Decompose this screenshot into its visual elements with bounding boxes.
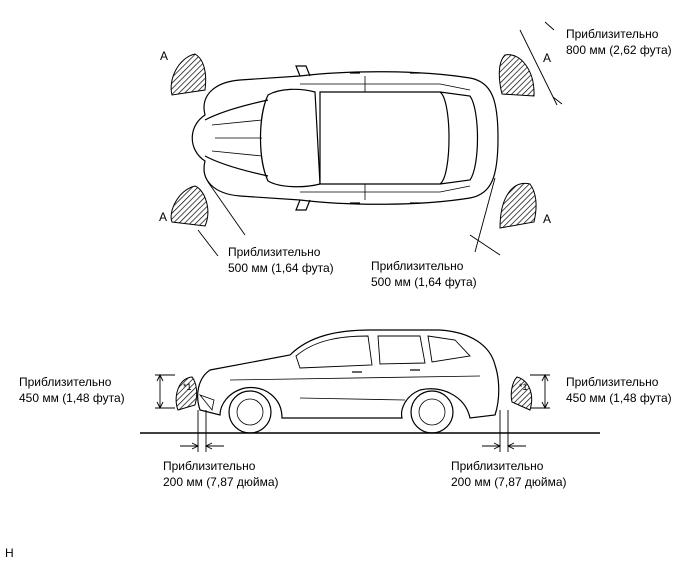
sensor-zone-side-rear bbox=[510, 376, 533, 411]
marker-a-rear-left: A bbox=[543, 51, 552, 65]
marker-a-front-right: A bbox=[159, 210, 168, 224]
dimension-lines-top bbox=[197, 21, 563, 257]
sensor-zone-top-front-left bbox=[170, 53, 207, 96]
sensor-zone-top-rear-left bbox=[498, 54, 535, 97]
marker-a-front-left: A bbox=[160, 49, 169, 63]
sensor-zone-top-rear-right bbox=[499, 182, 537, 229]
sensor-zone-top-front-right bbox=[170, 185, 209, 227]
sensor-tag-front: *1 bbox=[183, 382, 192, 392]
car-side-view bbox=[140, 329, 600, 434]
footer-code: H bbox=[5, 546, 14, 560]
car-top-view bbox=[191, 65, 499, 211]
sensor-tag-rear: *1 bbox=[519, 382, 528, 392]
marker-a-rear-right: A bbox=[543, 212, 552, 226]
sensor-zone-side-front bbox=[175, 376, 198, 411]
dimension-lines-side bbox=[155, 373, 550, 452]
